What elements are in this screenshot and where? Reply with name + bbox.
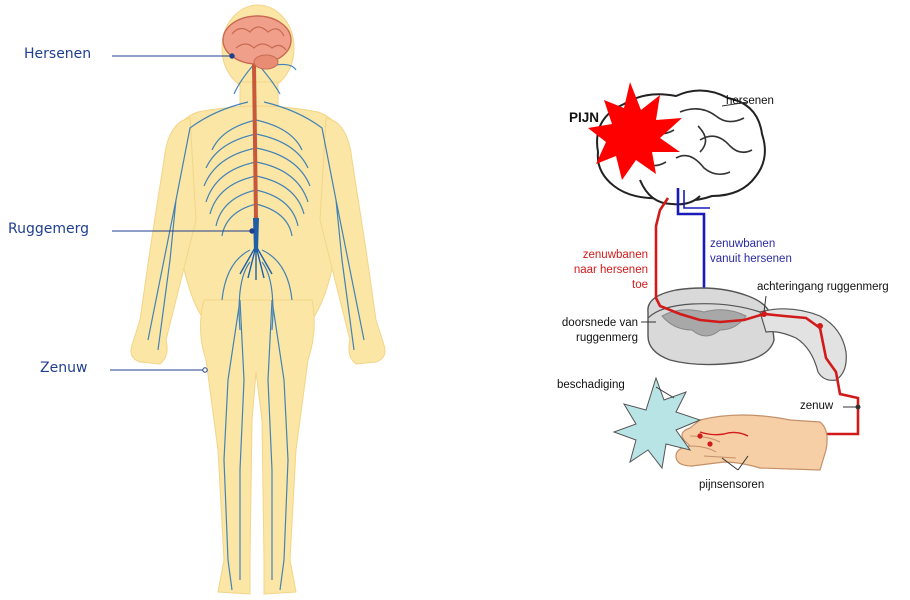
label-afferent-pathways: zenuwbanen naar hersenen toe: [548, 248, 648, 293]
label-brain-right: hersenen: [726, 94, 774, 109]
label-brain: Hersenen: [24, 46, 91, 62]
label-damage: beschadiging: [557, 378, 625, 393]
label-pain-sensors: pijnsensoren: [699, 478, 764, 493]
spinal-cord-cross-section: [648, 288, 846, 380]
label-dorsal-root: achteringang ruggenmerg: [757, 280, 889, 295]
label-afferent-line-2: naar hersenen: [548, 263, 648, 278]
label-cross-section-line-2: ruggenmerg: [530, 331, 638, 346]
label-nerve-right: zenuw: [800, 399, 833, 414]
hand: [676, 415, 827, 470]
label-cross-section-line-1: doorsnede van: [530, 316, 638, 331]
label-afferent-line-1: zenuwbanen: [548, 248, 648, 263]
label-spinal-cord: Ruggemerg: [8, 221, 89, 237]
label-nerve: Zenuw: [40, 360, 87, 376]
label-pain: PIJN: [569, 110, 599, 125]
human-body-figure: [110, 5, 385, 594]
label-cross-section: doorsnede van ruggenmerg: [530, 316, 638, 346]
label-afferent-line-3: toe: [548, 278, 648, 293]
label-efferent-line-2: vanuit hersenen: [710, 252, 792, 267]
label-efferent-line-1: zenuwbanen: [710, 237, 792, 252]
label-efferent-pathways: zenuwbanen vanuit hersenen: [710, 237, 792, 267]
